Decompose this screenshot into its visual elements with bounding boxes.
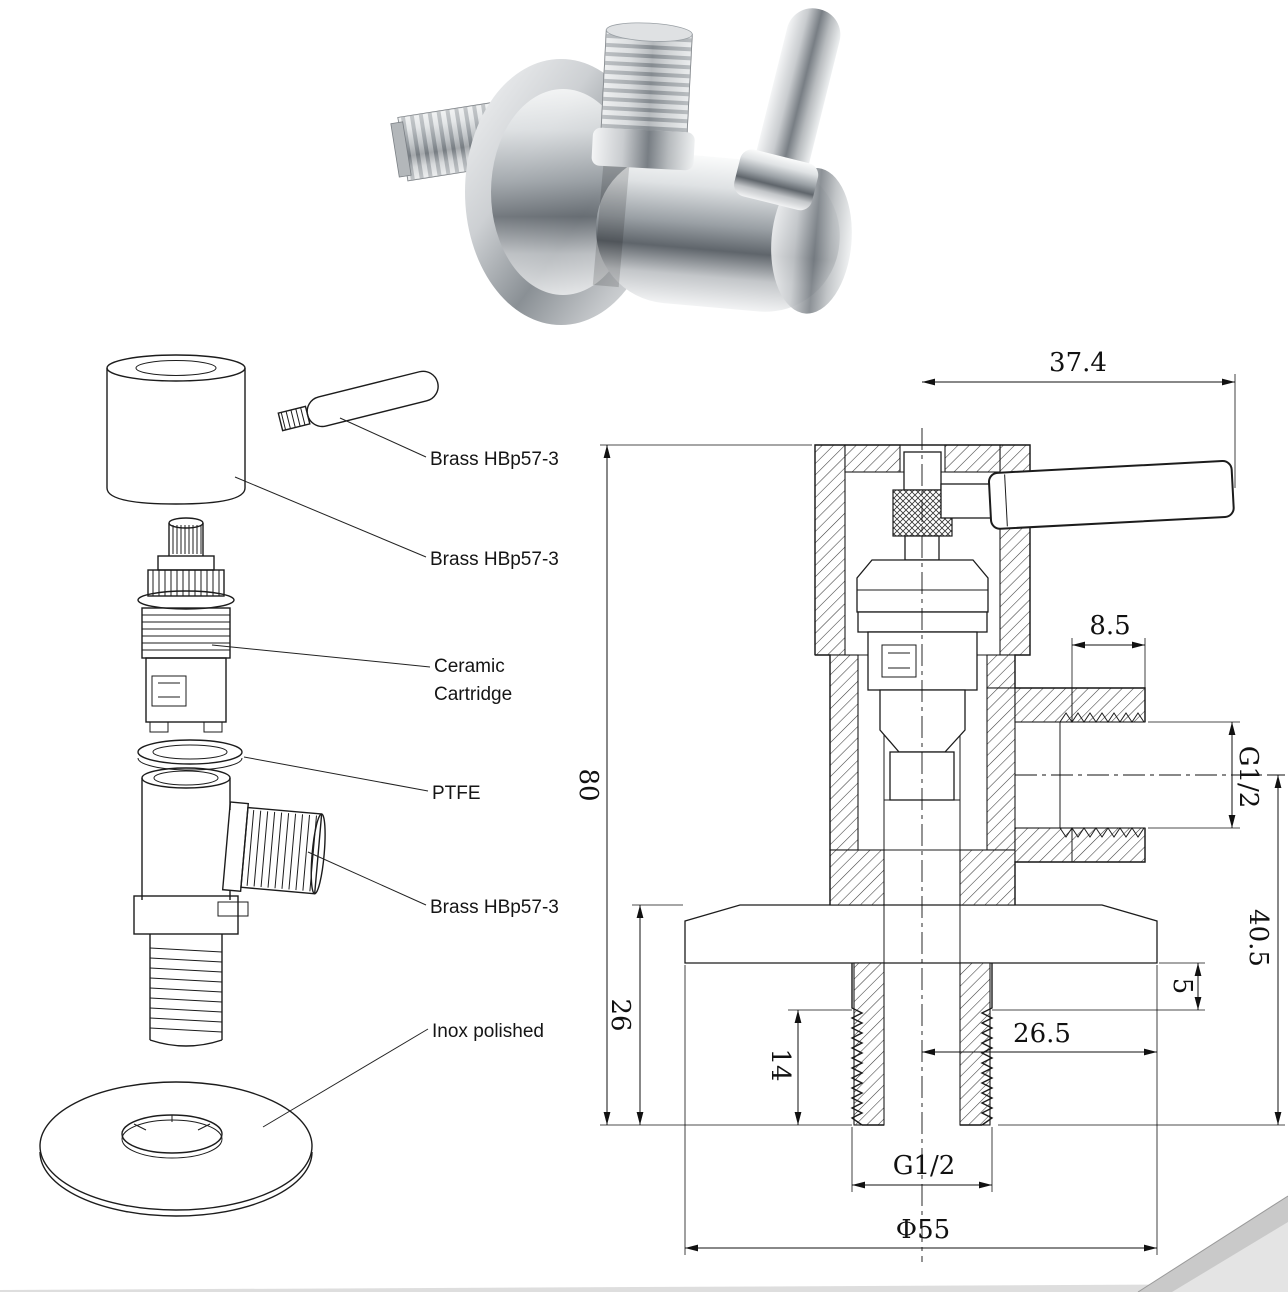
extension-lines xyxy=(600,374,1285,1255)
dim-bottom-thread: G1/2 xyxy=(893,1151,956,1181)
exploded-handle-cup xyxy=(106,354,246,505)
dim-height: 80 xyxy=(573,768,603,801)
label-body: Brass HBp57-3 xyxy=(430,897,559,918)
corner-fold xyxy=(0,1195,1288,1292)
dimensions: 37.4 8.5 80 G1/2 40.5 5 26 14 26.5 G1/2 … xyxy=(573,348,1285,1255)
dim-outlet-thread: G1/2 xyxy=(1233,746,1263,809)
photo-handle xyxy=(734,8,841,211)
label-flange: Inox polished xyxy=(432,1021,544,1042)
label-ptfe: PTFE xyxy=(432,783,481,804)
centerlines xyxy=(921,428,1285,1262)
exploded-view xyxy=(39,354,439,1217)
dim-center-to-edge: 26.5 xyxy=(1013,1019,1071,1049)
section-drawing xyxy=(684,428,1285,1262)
exploded-flange-plate xyxy=(39,1081,313,1217)
section-lever xyxy=(988,460,1235,530)
part-labels: Brass HBp57-3 Brass HBp57-3 Ceramic Cart… xyxy=(430,449,559,1042)
dim-thread-length: 14 xyxy=(765,1048,795,1081)
section-outline xyxy=(814,444,1146,1126)
dim-side-span: 40.5 xyxy=(1243,909,1273,967)
label-handle: Brass HBp57-3 xyxy=(430,549,559,570)
dim-base-height: 26 xyxy=(605,998,635,1031)
label-lever: Brass HBp57-3 xyxy=(430,449,559,470)
photo-top-outlet xyxy=(591,22,695,171)
exploded-lever-rod xyxy=(277,370,439,432)
section-cartridge xyxy=(856,451,996,851)
label-cartridge-line2: Cartridge xyxy=(434,684,512,705)
exploded-body xyxy=(133,767,326,1047)
leader-lines xyxy=(211,417,431,1128)
label-cartridge-line1: Ceramic xyxy=(434,656,505,677)
dim-flange-gap: 5 xyxy=(1167,978,1197,995)
section-hatch xyxy=(814,444,1146,1126)
dimension-lines xyxy=(603,378,1282,1252)
exploded-cartridge xyxy=(137,517,235,733)
product-photo xyxy=(390,8,852,325)
dim-outlet-step: 8.5 xyxy=(1089,611,1130,641)
section-flange xyxy=(684,904,1158,964)
dim-top-width: 37.4 xyxy=(1049,348,1107,378)
dim-flange-diameter: Φ55 xyxy=(896,1215,950,1245)
exploded-ptfe-ring xyxy=(137,739,243,771)
